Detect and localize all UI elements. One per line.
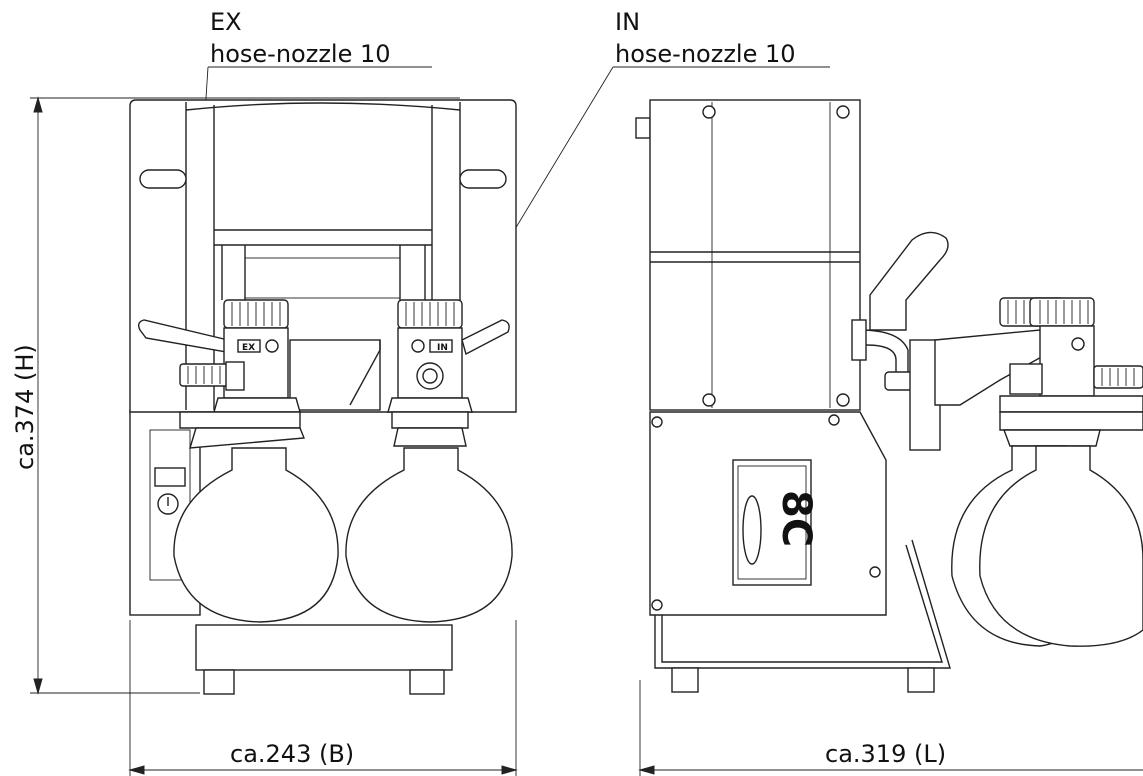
height-dimension: ca.374 (H) bbox=[11, 96, 460, 695]
width-label: ca.243 (B) bbox=[230, 740, 354, 768]
length-dimension: ca.319 (L) bbox=[638, 680, 1143, 776]
front-head-in: IN bbox=[387, 299, 510, 447]
front-flask-in bbox=[345, 447, 513, 623]
front-handle-slot-left bbox=[139, 169, 187, 189]
in-port-label: IN bbox=[615, 8, 640, 36]
front-clamp-ex bbox=[179, 411, 301, 429]
front-flask-ex bbox=[173, 447, 339, 623]
front-port-text-ex: EX bbox=[242, 343, 255, 353]
width-dimension: ca.243 (B) bbox=[128, 620, 518, 776]
width-arrow-right bbox=[501, 765, 518, 775]
side-model-text: 8C bbox=[773, 490, 819, 547]
front-clamp-in bbox=[391, 411, 469, 429]
ex-label-group: EX hose-nozzle 10 bbox=[187, 8, 432, 379]
front-handle-slot-right bbox=[459, 169, 507, 189]
side-view: 8C bbox=[635, 99, 1143, 693]
front-foot-right bbox=[409, 669, 445, 695]
length-arrow-left bbox=[638, 765, 655, 775]
front-foot-left bbox=[203, 669, 235, 695]
in-nozzle-label: hose-nozzle 10 bbox=[615, 40, 796, 68]
side-valve-body bbox=[1039, 325, 1095, 397]
side-foot-right bbox=[907, 667, 935, 693]
side-carry-handle bbox=[869, 231, 949, 331]
side-upper-housing bbox=[649, 99, 861, 411]
side-base-frame bbox=[654, 539, 951, 669]
side-clamp bbox=[999, 411, 1143, 431]
ex-port-label: EX bbox=[210, 8, 242, 36]
height-label: ca.374 (H) bbox=[11, 344, 39, 470]
height-arrow-top bbox=[33, 96, 43, 113]
front-base-plate bbox=[195, 624, 453, 671]
front-head-ex: EX bbox=[137, 299, 305, 449]
in-label-group: IN hose-nozzle 10 bbox=[447, 8, 830, 341]
front-port-text-in: IN bbox=[437, 343, 448, 353]
side-flask-front bbox=[979, 445, 1143, 647]
front-centre-block bbox=[289, 339, 381, 411]
side-hose-nozzle bbox=[1093, 365, 1143, 389]
width-arrow-left bbox=[128, 765, 145, 775]
length-label: ca.319 (L) bbox=[825, 740, 946, 768]
ex-nozzle-label: hose-nozzle 10 bbox=[210, 40, 391, 68]
front-port-tag-ex bbox=[237, 339, 261, 353]
front-port-tag-in bbox=[429, 339, 453, 353]
side-foot-left bbox=[671, 667, 699, 693]
front-view: EX IN bbox=[129, 99, 517, 695]
side-brand-logo bbox=[742, 495, 762, 565]
front-switch bbox=[154, 467, 186, 487]
front-lever-right bbox=[461, 319, 510, 356]
height-arrow-bottom bbox=[33, 678, 43, 695]
